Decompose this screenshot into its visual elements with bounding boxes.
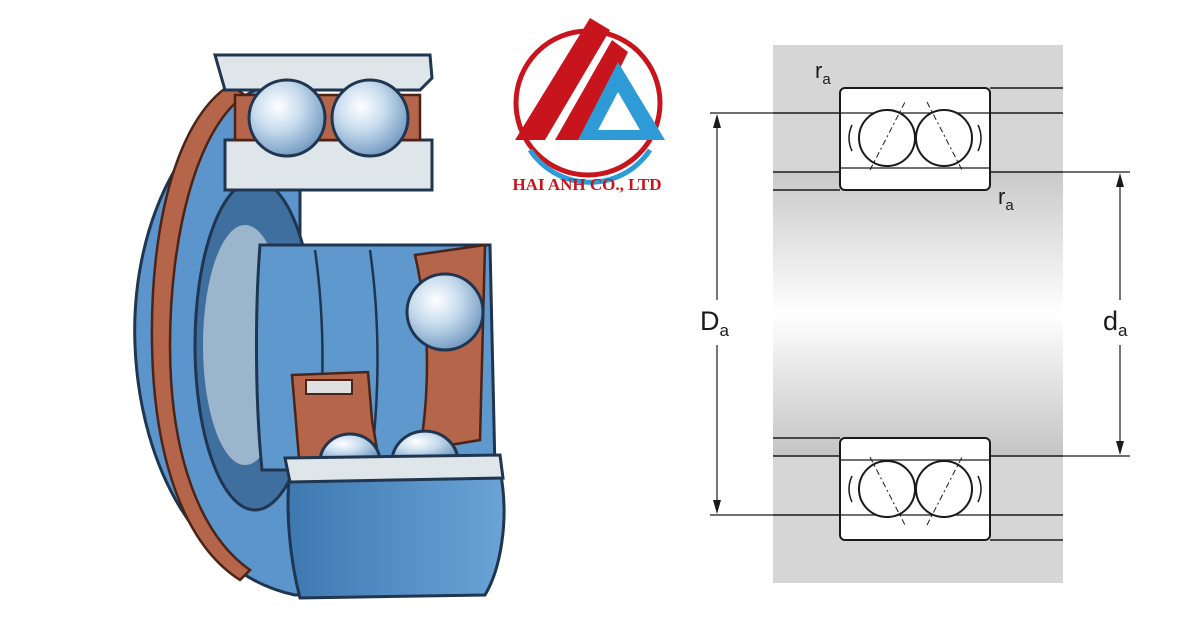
logo-ring-blue-icon (527, 148, 653, 185)
inner-ring-top-section (223, 138, 434, 192)
logo-red-stripe-2-icon (555, 40, 628, 140)
shaft (773, 172, 1063, 456)
seal-brown (150, 83, 252, 582)
label-ra-top: ra (815, 58, 831, 88)
brand-name: HAI ANH CO., LTD (512, 175, 661, 194)
cage-front-slot (305, 379, 353, 395)
outer-ring-bottom-section (283, 453, 505, 484)
ball-bottom-left (318, 432, 382, 464)
bearing-illustration (133, 53, 506, 600)
dimension-da: da (1063, 171, 1130, 457)
label-ra-right: ra (998, 184, 1014, 214)
outer-ring-band (286, 468, 506, 600)
dimension-drawing: Da da ra ra (700, 45, 1130, 583)
bearing-section-bottom (839, 437, 991, 541)
logo-red-stripe-1-icon (515, 18, 610, 140)
logo-white-notch-icon (598, 92, 640, 130)
bearing-section-top (839, 87, 991, 191)
label-da: da (1103, 306, 1128, 340)
ball-bottom-right (390, 429, 460, 464)
brand-logo: HAI ANH CO., LTD (512, 18, 665, 194)
ball-top-right (330, 78, 410, 158)
label-Da: Da (700, 306, 730, 340)
ball-right (405, 272, 485, 352)
outer-ring-top-section (213, 53, 434, 92)
ball-top-left (247, 78, 327, 158)
dimension-Da: Da (700, 112, 773, 516)
